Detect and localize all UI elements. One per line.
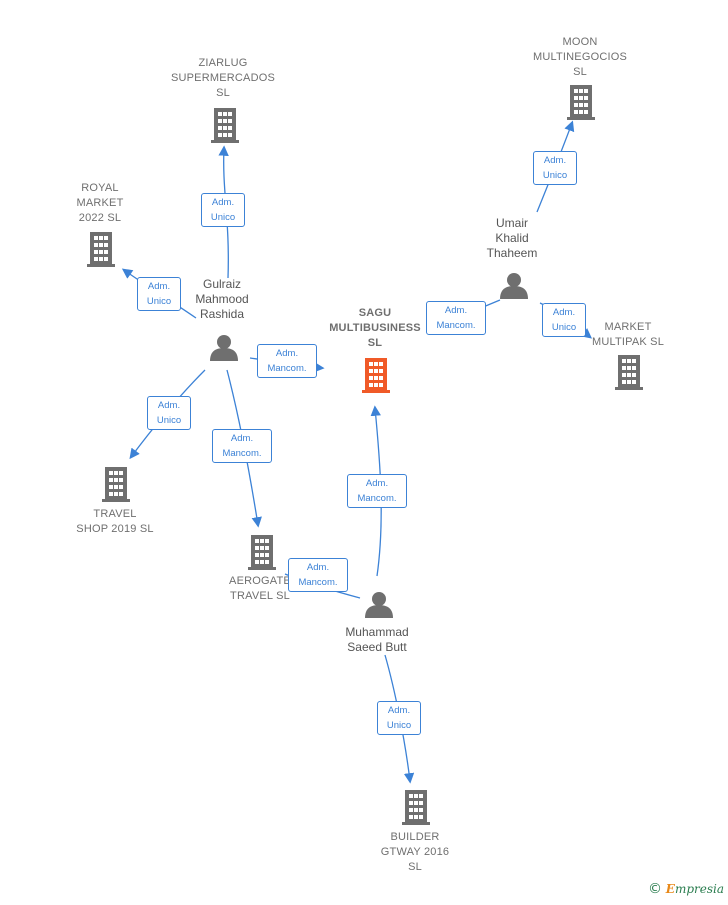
person-icon[interactable]: [210, 335, 238, 361]
copyright-icon: ©: [647, 881, 662, 897]
person-icon[interactable]: [500, 273, 528, 299]
building-icon[interactable]: [615, 355, 643, 390]
role-label[interactable]: Adm. Unico: [147, 396, 191, 430]
person-icon[interactable]: [365, 592, 393, 618]
role-label[interactable]: Adm. Unico: [533, 151, 577, 185]
building-icon[interactable]: [567, 85, 595, 120]
brand-name: mpresia: [674, 882, 724, 896]
role-label[interactable]: Adm. Unico: [201, 193, 245, 227]
company-aerogate[interactable]: AEROGATE TRAVEL SL: [229, 575, 291, 602]
role-label[interactable]: Adm. Mancom.: [212, 429, 272, 463]
brand-initial: E: [665, 882, 675, 896]
building-icon[interactable]: [211, 108, 239, 143]
role-label[interactable]: Adm. Mancom.: [257, 344, 317, 378]
empresia-logo: © Empresia: [648, 881, 724, 897]
building-icon[interactable]: [362, 358, 390, 393]
role-label[interactable]: Adm. Unico: [377, 701, 421, 735]
building-icon[interactable]: [87, 232, 115, 267]
company-market-multipak[interactable]: MARKET MULTIPAK SL: [591, 321, 665, 348]
person-muhammad[interactable]: Muhammad Saeed Butt: [345, 625, 409, 654]
building-icon[interactable]: [402, 790, 430, 825]
building-icon[interactable]: [102, 467, 130, 502]
person-gulraiz[interactable]: Gulraiz Mahmood Rashida: [195, 277, 249, 321]
person-umair[interactable]: Umair Khalid Thaheem: [486, 216, 538, 260]
role-label[interactable]: Adm. Unico: [542, 303, 586, 337]
role-label[interactable]: Adm. Mancom.: [347, 474, 407, 508]
building-icon[interactable]: [248, 535, 276, 570]
role-label[interactable]: Adm. Mancom.: [426, 301, 486, 335]
company-ziarlug[interactable]: ZIARLUG SUPERMERCADOS SL: [170, 57, 276, 99]
company-builder[interactable]: BUILDER GTWAY 2016 SL: [380, 831, 450, 873]
company-travel-shop[interactable]: TRAVEL SHOP 2019 SL: [76, 508, 154, 535]
company-moon[interactable]: MOON MULTINEGOCIOS SL: [532, 36, 628, 78]
company-royal[interactable]: ROYAL MARKET 2022 SL: [76, 182, 124, 224]
role-label[interactable]: Adm. Mancom.: [288, 558, 348, 592]
role-label[interactable]: Adm. Unico: [137, 277, 181, 311]
company-sagu[interactable]: SAGU MULTIBUSINESS SL: [329, 307, 421, 349]
